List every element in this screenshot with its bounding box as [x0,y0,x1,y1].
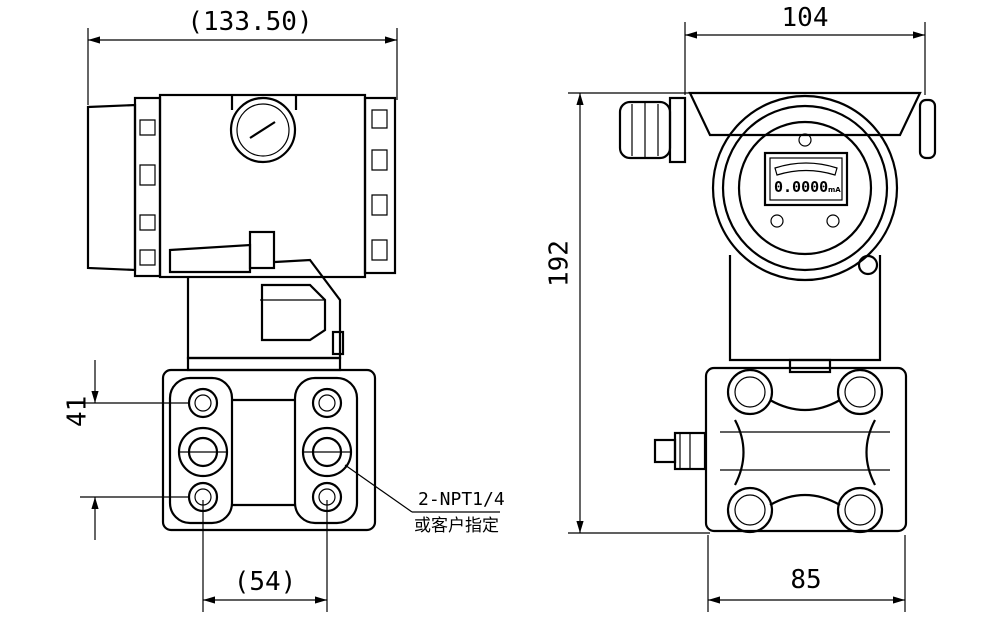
front-flange [704,366,908,534]
port-callout: 2-NPT1/4 或客户指定 [344,464,505,536]
dim-104-label: 104 [782,3,829,33]
side-view: (133.50) [62,7,505,612]
port-spec-label: 2-NPT1/4 [418,489,505,510]
front-housing: 0.0000 mA [688,91,937,282]
electronics-housing [86,93,397,279]
display-reading: 0.0000 [774,178,828,196]
dim-54-label: (54) [234,567,297,597]
front-neck [728,255,882,374]
dim-41-label: 41 [62,396,92,427]
dimension-side-width: (133.50) [87,7,398,105]
dim-192-label: 192 [545,240,575,287]
neck [186,258,345,360]
cable-gland [618,96,687,164]
lcd-display: 0.0000 mA [763,151,849,207]
dimension-flange-width: 85 [707,535,906,612]
dim-side-width-label: (133.50) [187,7,312,37]
dimension-front-width: 104 [684,3,926,95]
vent-valve [653,431,707,471]
dim-85-label: 85 [790,565,821,595]
dimension-height: 192 [545,92,710,534]
front-view: 104 192 0.0000 [545,3,937,612]
dimension-port-vertical: 41 [62,360,190,540]
cover-plug-icon [229,96,297,164]
flange-assembly [161,356,377,532]
dimension-port-horizontal: (54) [202,500,328,612]
display-unit: mA [828,186,841,194]
port-note-label: 或客户指定 [414,516,499,536]
